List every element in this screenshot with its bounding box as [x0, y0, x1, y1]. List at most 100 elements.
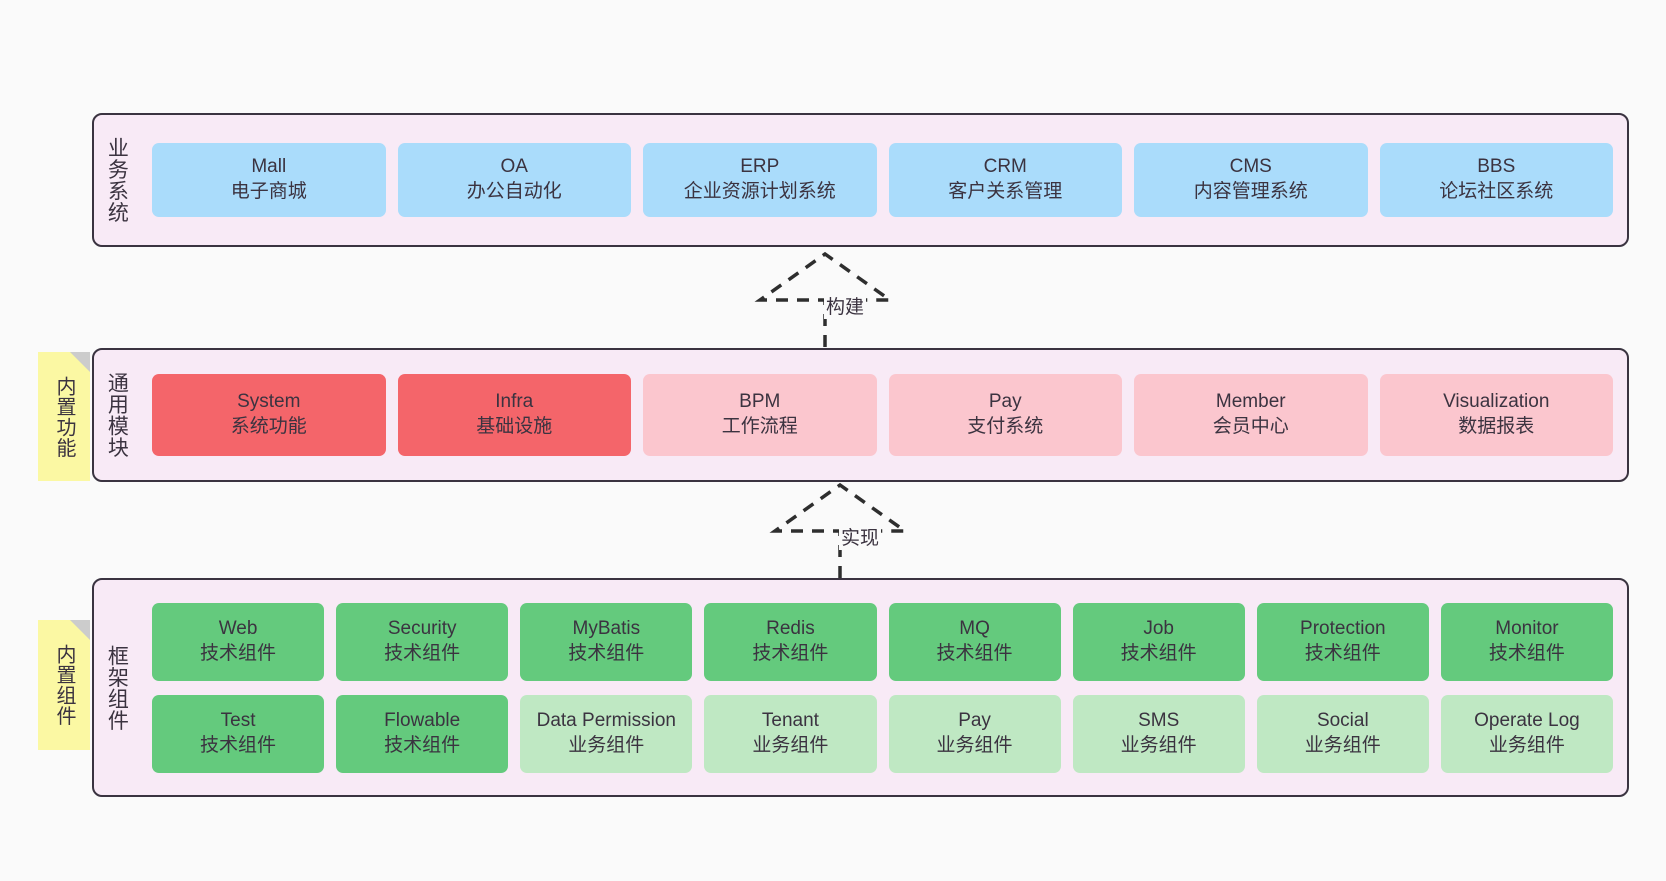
card-subtitle: 技术组件	[752, 642, 829, 664]
card-subtitle: 论坛社区系统	[1439, 181, 1554, 202]
card-bbs[interactable]: BBS 论坛社区系统	[1379, 143, 1613, 217]
card-cms[interactable]: CMS 内容管理系统	[1134, 143, 1368, 217]
card-subtitle: 系统功能	[230, 416, 307, 437]
card-operate-log[interactable]: Operate Log 业务组件	[1440, 694, 1613, 773]
card-subtitle: 办公自动化	[466, 181, 562, 202]
card-title: Operate Log	[1474, 709, 1580, 731]
card-title: BBS	[1477, 156, 1516, 178]
card-redis[interactable]: Redis 技术组件	[704, 602, 877, 681]
card-subtitle: 技术组件	[1120, 642, 1197, 664]
connector-build-arrow	[754, 251, 896, 347]
card-crm[interactable]: CRM 客户关系管理	[888, 143, 1122, 217]
card-row: Mall 电子商城 OA 办公自动化 ERP 企业资源计划系统 CRM 客户关系…	[152, 143, 1613, 217]
card-title: MyBatis	[572, 617, 641, 639]
card-subtitle: 业务组件	[1120, 734, 1197, 756]
card-visualization[interactable]: Visualization 数据报表	[1379, 374, 1613, 456]
card-row: Test 技术组件 Flowable 技术组件 Data Permission …	[152, 694, 1613, 773]
card-erp[interactable]: ERP 企业资源计划系统	[643, 143, 877, 217]
card-subtitle: 技术组件	[936, 642, 1013, 664]
card-title: Infra	[495, 391, 534, 413]
card-subtitle: 工作流程	[721, 416, 798, 437]
card-title: Data Permission	[536, 709, 676, 731]
card-title: Social	[1316, 709, 1369, 731]
card-pay[interactable]: Pay 支付系统	[888, 374, 1122, 456]
card-title: Job	[1143, 617, 1174, 639]
card-subtitle: 业务组件	[936, 734, 1013, 756]
card-subtitle: 客户关系管理	[948, 181, 1063, 202]
layer-title-common: 通用模块	[105, 372, 129, 458]
layer-common-modules: 通用模块 System 系统功能 Infra 基础设施 BPM 工作流程 Pay…	[92, 348, 1629, 482]
card-subtitle: 技术组件	[1488, 642, 1565, 664]
card-pay-business[interactable]: Pay 业务组件	[888, 694, 1061, 773]
card-title: System	[237, 391, 301, 413]
card-data-permission[interactable]: Data Permission 业务组件	[520, 694, 693, 773]
connector-build-label: 构建	[824, 292, 867, 319]
connector-realize: 实现	[755, 482, 955, 593]
card-job[interactable]: Job 技术组件	[1072, 602, 1245, 681]
card-title: ERP	[740, 156, 780, 178]
card-subtitle: 业务组件	[1304, 734, 1381, 756]
card-security[interactable]: Security 技术组件	[336, 602, 509, 681]
card-title: Pay	[958, 709, 991, 731]
card-title: Protection	[1300, 617, 1386, 639]
card-title: Security	[387, 617, 457, 639]
card-mall[interactable]: Mall 电子商城	[152, 143, 386, 217]
card-row: Web 技术组件 Security 技术组件 MyBatis 技术组件 Redi…	[152, 602, 1613, 681]
card-subtitle: 技术组件	[384, 734, 461, 756]
card-subtitle: 技术组件	[200, 734, 277, 756]
card-title: Flowable	[384, 709, 461, 731]
note-fold-corner-icon	[70, 620, 90, 640]
card-subtitle: 技术组件	[1304, 642, 1381, 664]
card-oa[interactable]: OA 办公自动化	[397, 143, 631, 217]
card-flowable[interactable]: Flowable 技术组件	[336, 694, 509, 773]
card-title: Pay	[988, 391, 1022, 413]
note-fold-corner-icon	[70, 352, 90, 372]
card-tenant[interactable]: Tenant 业务组件	[704, 694, 877, 773]
card-mq[interactable]: MQ 技术组件	[888, 602, 1061, 681]
card-mybatis[interactable]: MyBatis 技术组件	[520, 602, 693, 681]
card-subtitle: 技术组件	[384, 642, 461, 664]
card-subtitle: 支付系统	[967, 416, 1044, 437]
card-title: Monitor	[1495, 617, 1559, 639]
card-subtitle: 数据报表	[1458, 416, 1535, 437]
layer-body-common: System 系统功能 Infra 基础设施 BPM 工作流程 Pay 支付系统…	[138, 350, 1627, 480]
layer-framework-components: 框架组件 Web 技术组件 Security 技术组件 MyBatis 技术组件…	[92, 578, 1629, 797]
card-subtitle: 电子商城	[230, 181, 307, 202]
card-subtitle: 业务组件	[1488, 734, 1565, 756]
card-subtitle: 企业资源计划系统	[683, 181, 836, 202]
layer-title-framework: 框架组件	[105, 644, 129, 731]
card-subtitle: 技术组件	[200, 642, 277, 664]
card-title: SMS	[1138, 709, 1180, 731]
card-row: System 系统功能 Infra 基础设施 BPM 工作流程 Pay 支付系统…	[152, 374, 1613, 456]
card-subtitle: 技术组件	[568, 642, 645, 664]
layer-body-business: Mall 电子商城 OA 办公自动化 ERP 企业资源计划系统 CRM 客户关系…	[138, 115, 1627, 245]
layer-body-framework: Web 技术组件 Security 技术组件 MyBatis 技术组件 Redi…	[138, 580, 1627, 795]
card-sms[interactable]: SMS 业务组件	[1072, 694, 1245, 773]
layer-business-systems: 业务系统 Mall 电子商城 OA 办公自动化 ERP 企业资源计划系统 CRM…	[92, 113, 1629, 247]
card-system[interactable]: System 系统功能	[152, 374, 386, 456]
connector-build: 构建	[740, 251, 940, 362]
card-title: Web	[218, 617, 258, 639]
card-title: OA	[500, 156, 528, 178]
card-subtitle: 业务组件	[568, 734, 645, 756]
card-title: Tenant	[761, 709, 819, 731]
card-bpm[interactable]: BPM 工作流程	[643, 374, 877, 456]
layer-title-business: 业务系统	[105, 137, 129, 223]
card-member[interactable]: Member 会员中心	[1134, 374, 1368, 456]
card-title: CMS	[1229, 156, 1272, 178]
card-title: CRM	[983, 156, 1027, 178]
card-protection[interactable]: Protection 技术组件	[1256, 602, 1429, 681]
card-title: MQ	[959, 617, 990, 639]
note-label: 内置组件	[53, 644, 75, 726]
card-infra[interactable]: Infra 基础设施	[397, 374, 631, 456]
card-title: Visualization	[1443, 391, 1550, 413]
card-test[interactable]: Test 技术组件	[152, 694, 325, 773]
note-built-in-features: 内置功能	[38, 352, 90, 481]
card-title: Member	[1215, 391, 1286, 413]
card-title: BPM	[739, 391, 781, 413]
card-web[interactable]: Web 技术组件	[152, 602, 325, 681]
card-title: Redis	[766, 617, 815, 639]
card-monitor[interactable]: Monitor 技术组件	[1440, 602, 1613, 681]
connector-realize-label: 实现	[839, 523, 882, 550]
card-social[interactable]: Social 业务组件	[1256, 694, 1429, 773]
